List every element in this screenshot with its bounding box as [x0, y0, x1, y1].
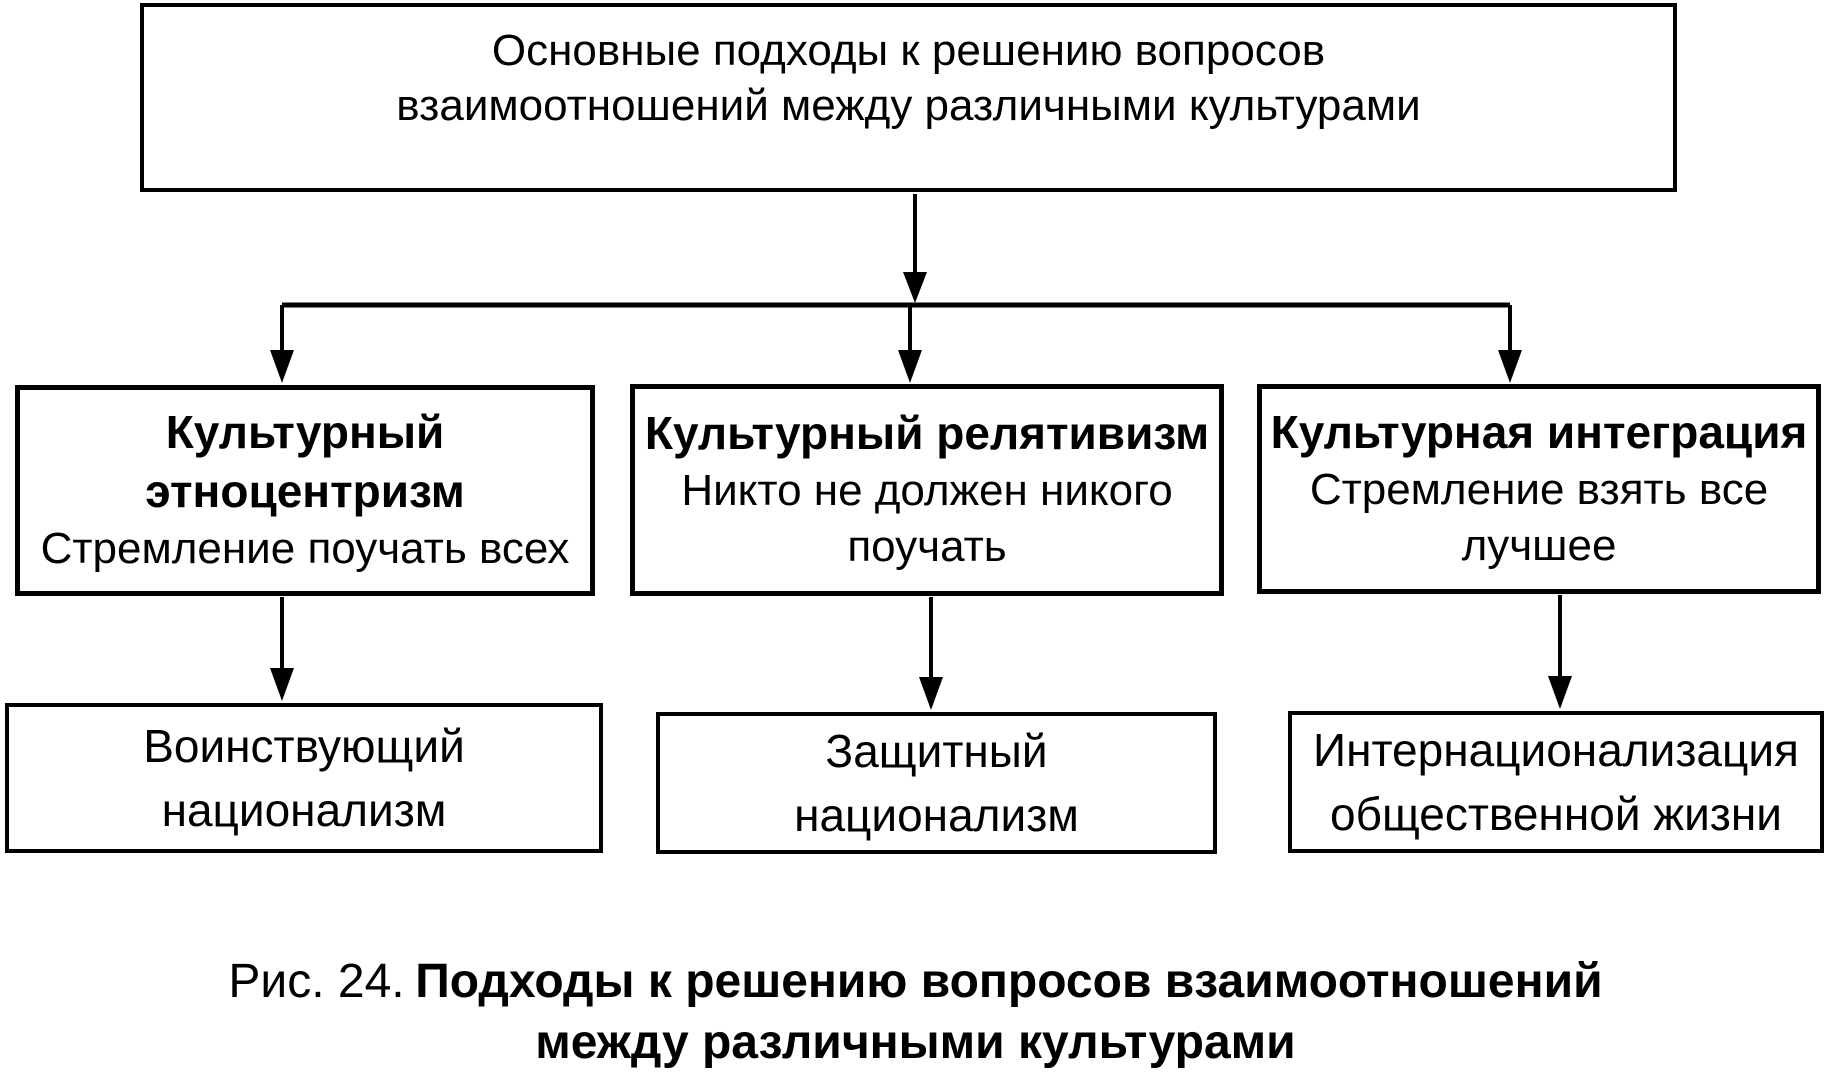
branch-box-relativism: Культурный релятивизм Никто не должен ни… [630, 384, 1224, 596]
branch-subtitle: Никто не должен никого поучать [681, 466, 1173, 572]
arrow-to-branch-integration [1498, 305, 1522, 383]
outcome-box-defensive-nationalism: Защитный национализм [656, 712, 1217, 854]
branch-title: Культурный релятивизм [644, 407, 1210, 460]
branch-title: Культурный этноцентризм [145, 406, 465, 518]
branch-box-ethnocentrism: Культурный этноцентризм Стремление поуча… [15, 385, 595, 596]
arrow-root-to-branches [903, 194, 927, 303]
arrow-to-outcome-militant-nationalism [270, 597, 294, 701]
outcome-text: Интернационализация общественной жизни [1313, 723, 1799, 840]
outcome-text: Воинствующий национализм [143, 719, 465, 836]
branch-subtitle: Стремление взять все лучшее [1309, 465, 1769, 571]
caption-line-1: Рис. 24.Подходы к решению вопросов взаим… [0, 952, 1831, 1013]
outcome-box-militant-nationalism: Воинствующий национализм [5, 703, 603, 853]
arrow-to-outcome-internationalization [1548, 595, 1572, 709]
caption-title-part-1: Подходы к решению вопросов взаимоотношен… [415, 955, 1603, 1008]
caption-title-part-2: между различными культурами [535, 1015, 1296, 1069]
branch-subtitle: Стремление поучать всех [40, 524, 570, 574]
root-box-text: Основные подходы к решению вопросов взаи… [396, 26, 1421, 130]
branch-title: Культурная интеграция [1270, 406, 1808, 459]
branch-box-integration: Культурная интеграция Стремление взять в… [1257, 384, 1821, 594]
outcome-text: Защитный национализм [794, 724, 1079, 841]
figure-number-label: Рис. 24. [228, 955, 405, 1008]
root-box: Основные подходы к решению вопросов взаи… [140, 3, 1677, 192]
arrow-to-outcome-defensive-nationalism [919, 597, 943, 710]
arrow-to-branch-ethnocentrism [270, 305, 294, 383]
figure-caption: Рис. 24.Подходы к решению вопросов взаим… [0, 952, 1831, 1074]
arrow-to-branch-relativism [898, 305, 922, 383]
outcome-box-internationalization: Интернационализация общественной жизни [1288, 711, 1824, 853]
